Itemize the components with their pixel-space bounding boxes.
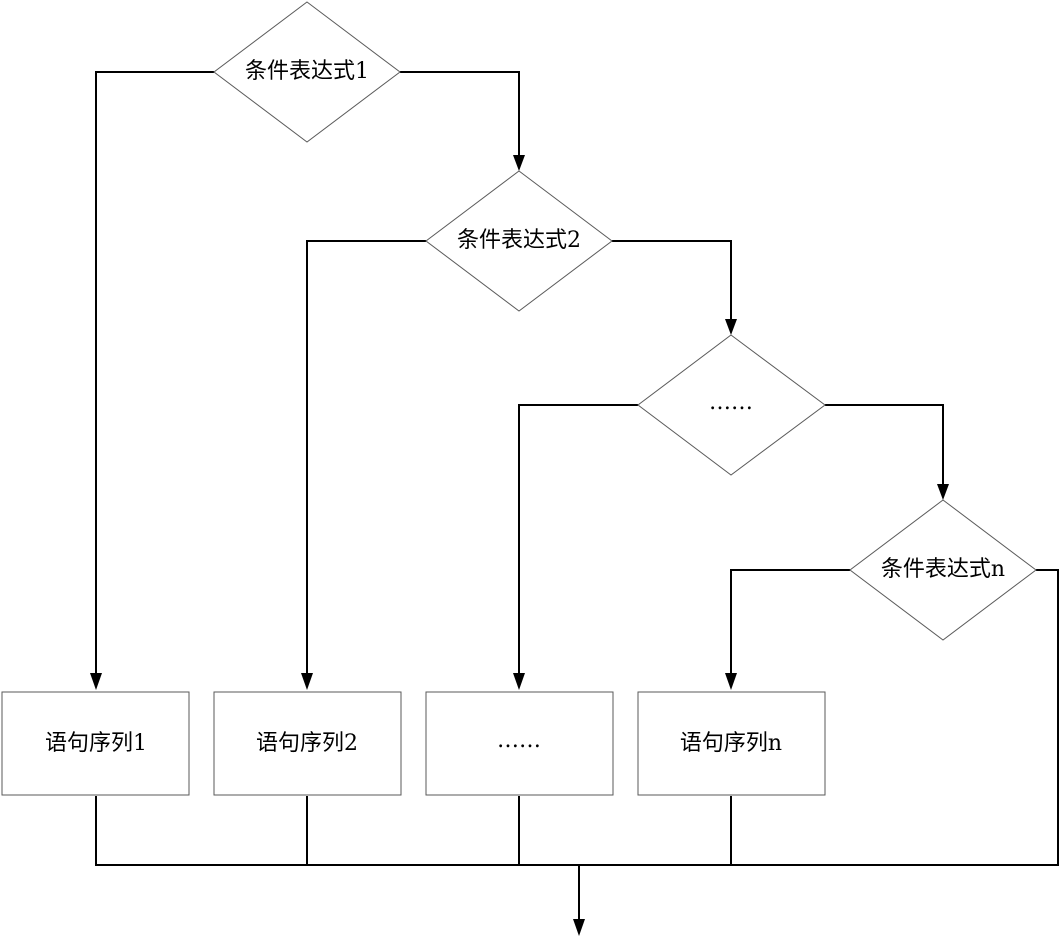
arrowheads bbox=[90, 155, 949, 936]
arrowhead-to-block-1 bbox=[90, 673, 102, 690]
condition-3-left-branch bbox=[518, 404, 638, 674]
condition-1-label: 条件表达式1 bbox=[245, 59, 369, 84]
condition-3-diamond bbox=[637, 334, 826, 476]
condition-1-right-branch bbox=[400, 71, 520, 156]
condition-n: 条件表达式n bbox=[849, 499, 1037, 641]
condition-1-diamond bbox=[213, 1, 401, 143]
arrowhead-to-condition-3 bbox=[725, 319, 737, 335]
block-n-label: 语句序列n bbox=[680, 731, 782, 756]
arrowhead-exit bbox=[573, 919, 585, 936]
block-2-label: 语句序列2 bbox=[256, 731, 358, 756]
block-n-box bbox=[637, 691, 826, 796]
condition-2: 条件表达式2 bbox=[425, 170, 613, 312]
condition-1-left-branch bbox=[95, 71, 214, 674]
condition-1: 条件表达式1 bbox=[213, 1, 401, 143]
condition-3-label: …… bbox=[709, 390, 753, 415]
arrowhead-to-condition-2 bbox=[513, 155, 525, 171]
arrowhead-to-block-n bbox=[725, 673, 737, 690]
arrowhead-to-block-3 bbox=[513, 673, 525, 690]
block-2: 语句序列2 bbox=[213, 691, 402, 796]
condition-2-right-branch bbox=[612, 240, 732, 320]
arrowhead-to-block-2 bbox=[301, 673, 313, 690]
condition-2-diamond bbox=[425, 170, 613, 312]
condition-n-diamond bbox=[849, 499, 1037, 641]
condition-n-right-branch bbox=[1036, 569, 1059, 865]
block-3: …… bbox=[425, 691, 614, 796]
arrowhead-to-condition-n bbox=[937, 484, 949, 500]
condition-n-left-branch bbox=[730, 569, 850, 674]
block-1: 语句序列1 bbox=[1, 691, 190, 796]
condition-n-label: 条件表达式n bbox=[881, 557, 1005, 582]
connectors bbox=[95, 71, 1059, 920]
block-2-box bbox=[213, 691, 402, 796]
block-3-label: …… bbox=[497, 728, 541, 753]
block-n: 语句序列n bbox=[637, 691, 826, 796]
condition-3-right-branch bbox=[825, 404, 944, 485]
condition-2-label: 条件表达式2 bbox=[457, 228, 581, 253]
block-1-label: 语句序列1 bbox=[45, 731, 147, 756]
condition-3: …… bbox=[637, 334, 826, 476]
block-1-box bbox=[1, 691, 190, 796]
block-3-box bbox=[425, 691, 614, 796]
condition-2-left-branch bbox=[306, 240, 426, 674]
